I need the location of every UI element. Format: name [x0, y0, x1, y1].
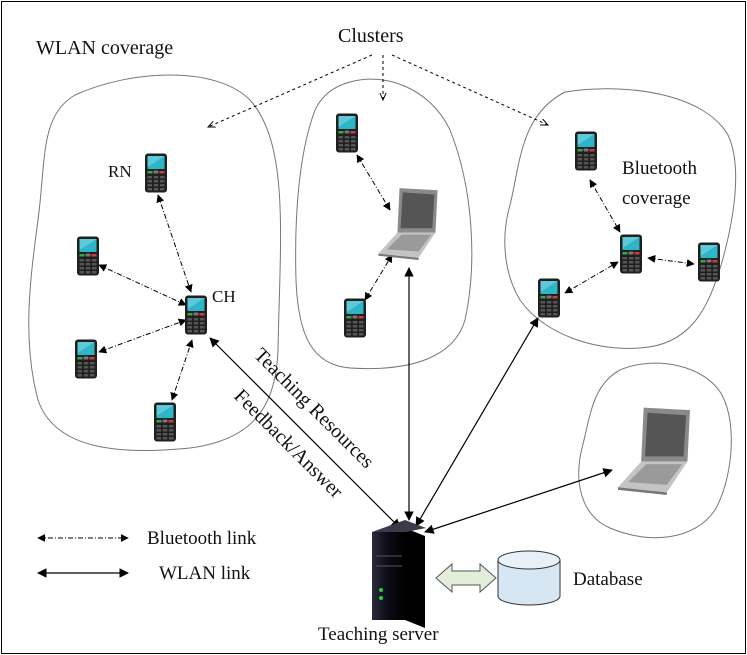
bt-link-phone-ch	[98, 264, 187, 306]
rn-label: RN	[108, 162, 132, 181]
bluetooth-coverage-label-line2: coverage	[622, 188, 691, 209]
server-icon	[372, 520, 426, 628]
bt-link-mid-bottom	[364, 254, 393, 301]
cluster-left-outline	[28, 74, 282, 452]
clusters-pointers	[208, 54, 548, 127]
laptop-icon	[378, 188, 438, 260]
bt-link-right-bottom	[564, 261, 619, 294]
bt-link-mid-top	[356, 154, 391, 211]
mobile-phone-icon	[77, 236, 99, 276]
bt-link-right-top	[589, 179, 621, 233]
mobile-phone-icon	[575, 131, 597, 171]
wlan-link-laptop2-server	[424, 468, 613, 534]
bt-link-phone3-ch	[170, 339, 194, 401]
bt-link-phone2-ch	[98, 318, 187, 354]
feedback-answer-label: Feedback/Answer	[229, 385, 347, 503]
cluster-middle-outline	[295, 78, 473, 370]
legend-bluetooth-label: Bluetooth link	[147, 528, 257, 549]
server-database-link-arrow	[435, 562, 497, 594]
bluetooth-coverage-label-line1: Bluetooth	[622, 158, 697, 179]
wlan-link-ch-server	[209, 337, 401, 529]
bt-link-right-side	[647, 254, 695, 268]
mobile-phone-icon	[145, 153, 167, 193]
database-icon	[497, 550, 561, 606]
mobile-phone-icon	[336, 113, 358, 153]
wlan-coverage-label: WLAN coverage	[36, 37, 173, 59]
mobile-phone-icon	[620, 234, 642, 274]
cluster-database-area-outline	[578, 362, 732, 539]
wlan-link-cluster-server	[415, 317, 539, 527]
wlan-links	[209, 267, 613, 534]
database-label: Database	[573, 569, 643, 590]
clusters-pointer-right	[391, 54, 548, 125]
mobile-phone-icon	[698, 242, 720, 282]
bt-link-rn-ch	[156, 194, 193, 293]
mobile-phone-icon	[154, 402, 176, 442]
cluster-right-outline	[504, 88, 737, 349]
laptop-icon	[618, 407, 690, 495]
mobile-phone-icon	[538, 278, 560, 318]
mobile-phone-icon	[185, 295, 207, 335]
clusters-label: Clusters	[338, 25, 404, 47]
cluster-outlines	[28, 74, 737, 539]
mobile-phone-icon	[344, 298, 366, 338]
ch-label: CH	[212, 287, 236, 306]
legend: Bluetooth link WLAN link	[37, 528, 257, 584]
mobile-phone-icon	[75, 339, 97, 379]
bluetooth-links	[98, 154, 695, 401]
legend-wlan-label: WLAN link	[159, 563, 251, 584]
teaching-server-label: Teaching server	[318, 624, 439, 645]
